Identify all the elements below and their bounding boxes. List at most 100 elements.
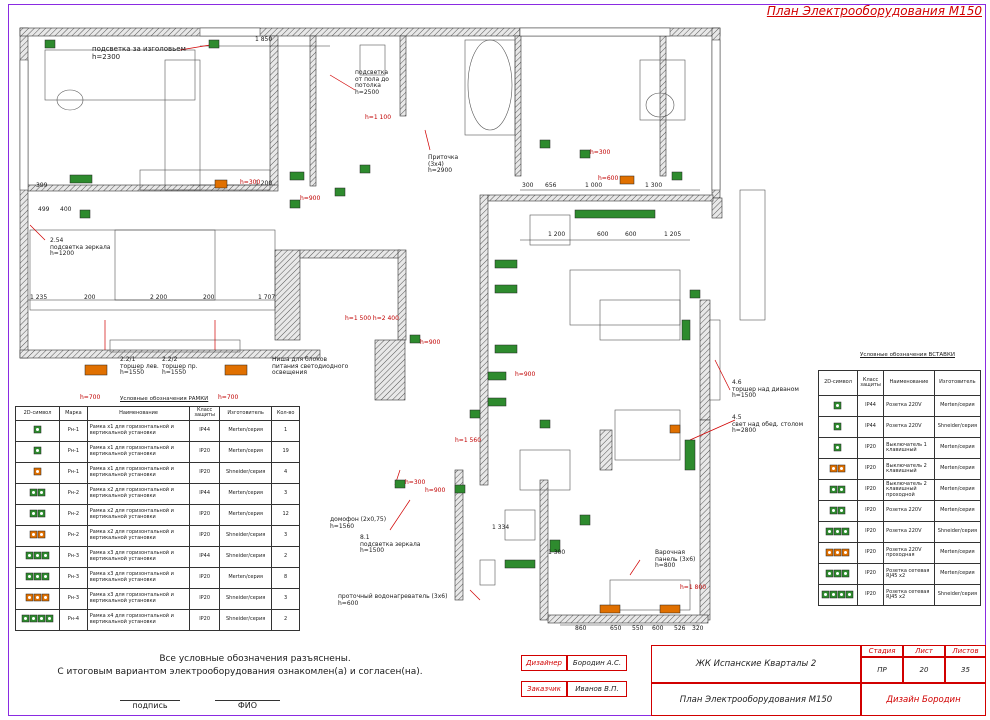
studio-name: Дизайн Бородин bbox=[861, 683, 986, 716]
label-vent: Приточка (3х4) h=2900 bbox=[428, 154, 459, 175]
note-line-2: С итоговым вариантом электрооборудования… bbox=[57, 667, 423, 677]
maker-cell: Merten/серия bbox=[933, 437, 982, 459]
maker-cell: Merten/серия bbox=[218, 440, 273, 463]
qty-cell: 3 bbox=[271, 587, 300, 610]
dim-label: 550 bbox=[632, 625, 644, 632]
name-cell: Рамка х1 для горизонтальной и вертикальн… bbox=[86, 461, 191, 484]
table-header-row: 2D-символ Класс защиты Наименование Изго… bbox=[818, 370, 982, 396]
qty-cell: 2 bbox=[271, 608, 300, 631]
table-header-row: 2D-символ Марка Наименование Класс защит… bbox=[14, 406, 300, 421]
ip-cell: IP20 bbox=[856, 521, 885, 543]
height-label: h=900 bbox=[515, 371, 536, 378]
label-backlight-bed: подсветка за изголовьем h=2300 bbox=[92, 45, 186, 61]
name-cell: Розетка 220V bbox=[883, 395, 935, 417]
qty-cell: 12 bbox=[271, 503, 300, 526]
name-field: ФИО bbox=[215, 700, 280, 710]
height-label: h=1 560 bbox=[455, 437, 482, 444]
dim-label: 2 200 bbox=[150, 294, 168, 301]
dim-label: 399 bbox=[36, 182, 48, 189]
symbol-icon bbox=[14, 566, 61, 589]
qty-cell: 3 bbox=[271, 482, 300, 505]
sheet-label: Лист bbox=[903, 645, 945, 657]
ip-cell: IP20 bbox=[189, 440, 220, 463]
maker-cell: Shneider/серия bbox=[218, 608, 273, 631]
maker-cell: Shneider/серия bbox=[218, 587, 273, 610]
column-header: Класс защиты bbox=[856, 370, 885, 396]
symbol-icon bbox=[818, 584, 858, 606]
maker-cell: Shneider/серия bbox=[933, 416, 982, 438]
ip-cell: IP20 bbox=[856, 563, 885, 585]
dim-label: 200 bbox=[203, 294, 215, 301]
maker-cell: Merten/серия bbox=[218, 419, 273, 442]
ip-cell: IP44 bbox=[189, 482, 220, 505]
ip-cell: IP20 bbox=[856, 437, 885, 459]
ip-cell: IP44 bbox=[856, 395, 885, 417]
name-cell: Розетка 220V bbox=[883, 500, 935, 522]
maker-cell: Merten/серия bbox=[218, 503, 273, 526]
sheet-value: 20 bbox=[903, 657, 945, 683]
name-cell: Розетка сетевая RJ45 х2 bbox=[883, 563, 935, 585]
qty-cell: 19 bbox=[271, 440, 300, 463]
ip-cell: IP20 bbox=[189, 566, 220, 589]
symbol-icon bbox=[818, 416, 858, 438]
name-cell: Рамка х3 для горизонтальной и вертикальн… bbox=[86, 545, 191, 568]
column-header: Наименование bbox=[86, 406, 191, 421]
dim-label: 600 bbox=[652, 625, 664, 632]
name-cell: Рамка х2 для горизонтальной и вертикальн… bbox=[86, 503, 191, 526]
maker-cell: Merten/серия bbox=[933, 458, 982, 480]
mark-cell: Рн-1 bbox=[59, 419, 88, 442]
name-cell: Рамка х1 для горизонтальной и вертикальн… bbox=[86, 419, 191, 442]
mark-cell: Рн-3 bbox=[59, 587, 88, 610]
label-niche: Ниша для блоков питания светодиодного ос… bbox=[272, 356, 349, 377]
name-cell: Розетка 220V bbox=[883, 416, 935, 438]
symbol-icon bbox=[14, 587, 61, 610]
name-cell: Розетка сетевая RJ45 х2 bbox=[883, 584, 935, 606]
label-lamp-right: 2.2/2 торшер пр. h=1550 bbox=[162, 356, 198, 377]
label-intercom: домофон (2х0,75) h=1560 bbox=[330, 516, 387, 530]
qty-cell: 3 bbox=[271, 524, 300, 547]
sheets-value: 35 bbox=[945, 657, 986, 683]
label-backlight-floor: подсветка от пола до потолка h=2500 bbox=[355, 69, 389, 96]
symbol-icon bbox=[818, 458, 858, 480]
stage-value: ПР bbox=[861, 657, 903, 683]
symbol-icon bbox=[14, 524, 61, 547]
mark-cell: Рн-3 bbox=[59, 566, 88, 589]
name-cell: Рамка х3 для горизонтальной и вертикальн… bbox=[86, 566, 191, 589]
label-backlight-mirror: 2.54 подсветка зеркала h=1200 bbox=[50, 237, 111, 258]
maker-cell: Merten/серия bbox=[218, 566, 273, 589]
maker-cell: Shneider/серия bbox=[218, 545, 273, 568]
dim-label: 1 334 bbox=[492, 524, 510, 531]
dim-label: 656 bbox=[545, 182, 557, 189]
ip-cell: IP44 bbox=[856, 416, 885, 438]
symbol-icon bbox=[14, 503, 61, 526]
name-cell: Рамка х2 для горизонтальной и вертикальн… bbox=[86, 482, 191, 505]
height-label: h=300 bbox=[405, 479, 426, 486]
mark-cell: Рн-1 bbox=[59, 461, 88, 484]
symbol-icon bbox=[14, 608, 61, 631]
name-cell: Рамка х2 для горизонтальной и вертикальн… bbox=[86, 524, 191, 547]
symbol-icon bbox=[818, 437, 858, 459]
name-cell: Рамка х3 для горизонтальной и вертикальн… bbox=[86, 587, 191, 610]
sheet-title: План Электрооборудования М150 bbox=[766, 4, 982, 18]
dim-label: 650 bbox=[610, 625, 622, 632]
height-label: h=600 bbox=[598, 175, 619, 182]
maker-cell: Merten/серия bbox=[218, 482, 273, 505]
furniture bbox=[29, 39, 691, 611]
dim-label: 200 bbox=[84, 294, 96, 301]
client-name: Иванов В.П. bbox=[567, 681, 627, 697]
dim-label: 1 000 bbox=[585, 182, 603, 189]
maker-cell: Shneider/серия bbox=[218, 461, 273, 484]
mark-cell: Рн-2 bbox=[59, 503, 88, 526]
column-header: 2D-символ bbox=[14, 406, 61, 421]
ip-cell: IP20 bbox=[856, 542, 885, 564]
dim-label: 526 bbox=[674, 625, 686, 632]
symbol-icon bbox=[14, 461, 61, 484]
